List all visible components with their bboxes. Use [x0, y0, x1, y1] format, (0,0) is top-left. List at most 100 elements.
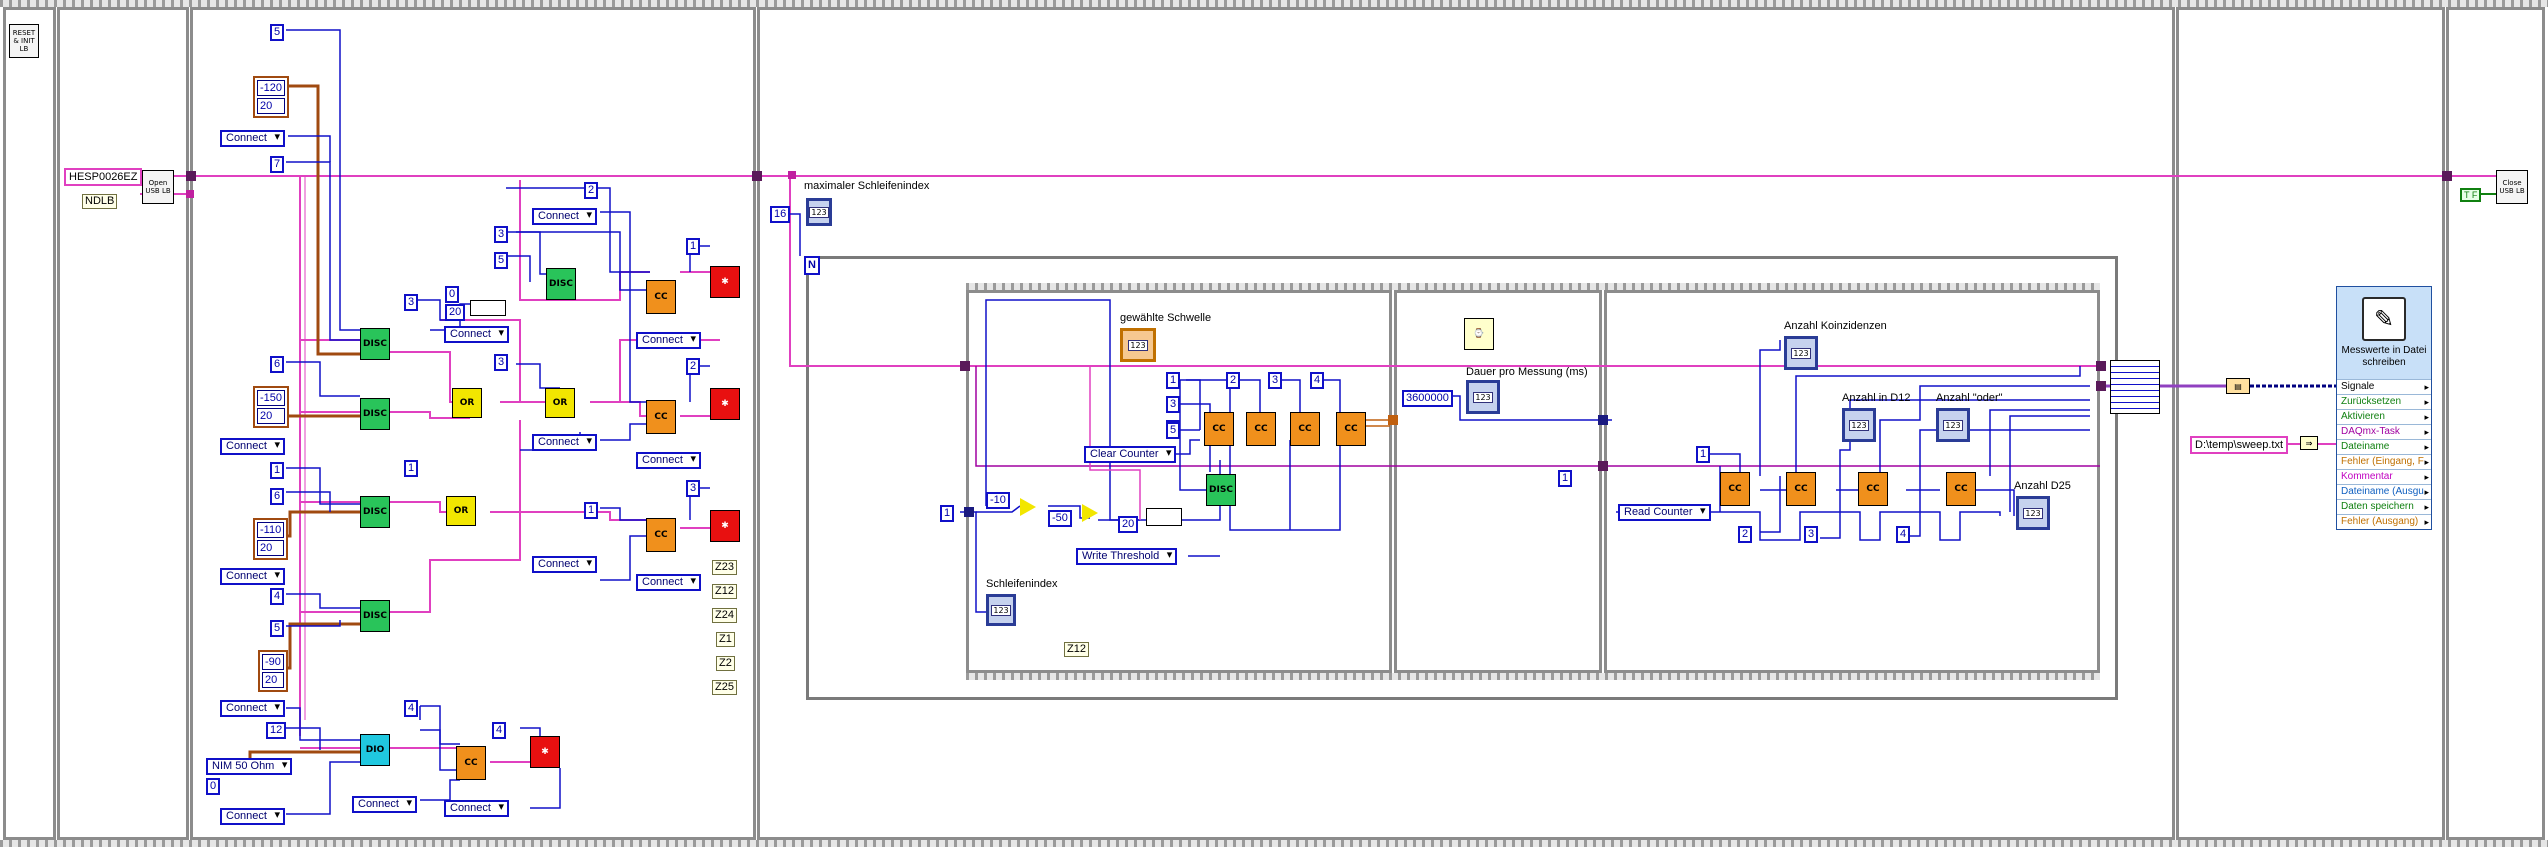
- const-20-a[interactable]: 20: [445, 304, 466, 321]
- trigger-vi-1[interactable]: ✱: [710, 266, 740, 298]
- connect-ring-2[interactable]: Connect: [220, 438, 285, 455]
- bool-true-constant[interactable]: T F: [2460, 188, 2482, 202]
- connect-ring-8[interactable]: Connect: [532, 434, 597, 451]
- disc-vi-1[interactable]: DISC: [360, 328, 390, 360]
- seq3-const-3[interactable]: 3: [1804, 526, 1819, 543]
- seq1-disc-vi[interactable]: DISC: [1206, 474, 1236, 506]
- connect-ring-3[interactable]: Connect: [220, 568, 285, 585]
- seq1-counter-3[interactable]: CC: [1290, 412, 1320, 446]
- cluster-3-a[interactable]: -110: [257, 522, 285, 538]
- trigger-vi-4[interactable]: ✱: [530, 736, 560, 768]
- write-measurement-file-express-vi[interactable]: ✎ Messwerte in Datei schreiben Signale Z…: [2336, 286, 2432, 530]
- connect-ring-1[interactable]: Connect: [220, 130, 285, 147]
- seq3-counter-1[interactable]: CC: [1720, 472, 1750, 506]
- connect-ring-5[interactable]: Connect: [220, 808, 285, 825]
- cluster-2-b[interactable]: 20: [257, 408, 286, 424]
- write-threshold-ring[interactable]: Write Threshold: [1076, 548, 1178, 565]
- seq1-counter-4[interactable]: CC: [1336, 412, 1366, 446]
- seq1-counter-2[interactable]: CC: [1246, 412, 1276, 446]
- cluster-4-a[interactable]: -90: [262, 654, 284, 670]
- trigger-vi-2[interactable]: ✱: [710, 388, 740, 420]
- const-0-a[interactable]: 0: [445, 286, 460, 303]
- disc-vi-2[interactable]: DISC: [360, 398, 390, 430]
- const-loop-1[interactable]: 1: [940, 505, 955, 522]
- seq3-const-4[interactable]: 4: [1896, 526, 1911, 543]
- term-signals[interactable]: Signale: [2337, 379, 2431, 394]
- duration-const[interactable]: 3600000: [1402, 390, 1453, 407]
- clear-counter-ring[interactable]: Clear Counter: [1084, 446, 1177, 463]
- term-filename[interactable]: Dateiname: [2337, 439, 2431, 454]
- cluster-threshold-4[interactable]: -90 20: [258, 650, 288, 692]
- seq1-const-3-c[interactable]: 3: [1268, 372, 1283, 389]
- seq3-counter-3[interactable]: CC: [1858, 472, 1888, 506]
- connect-ring-9[interactable]: Connect: [532, 556, 597, 573]
- cluster-1-b[interactable]: 20: [257, 98, 286, 114]
- iteration-count[interactable]: 16: [770, 206, 791, 223]
- disc-vi-5[interactable]: DISC: [546, 268, 576, 300]
- seq1-const-1[interactable]: 1: [1166, 372, 1181, 389]
- const-m10[interactable]: -10: [986, 492, 1010, 509]
- dio-vi[interactable]: DIO: [360, 734, 390, 766]
- or-gate-2[interactable]: OR: [545, 388, 575, 418]
- const-1-a[interactable]: 1: [270, 462, 285, 479]
- const-2-a[interactable]: 2: [584, 182, 599, 199]
- const-5-c[interactable]: 5: [494, 252, 509, 269]
- const-1-d[interactable]: 1: [686, 238, 701, 255]
- nim-ring[interactable]: NIM 50 Ohm: [206, 758, 293, 775]
- term-error-out[interactable]: Fehler (Ausgang): [2337, 514, 2431, 529]
- or-gate-1[interactable]: OR: [452, 388, 482, 418]
- open-usb-lb-vi[interactable]: Open USB LB: [142, 170, 174, 204]
- term-daqmx-task[interactable]: DAQmx-Task: [2337, 424, 2431, 439]
- seq2-const-1[interactable]: 1: [1558, 470, 1573, 487]
- nim-value[interactable]: 0: [206, 778, 221, 795]
- const-1-b[interactable]: 1: [404, 460, 419, 477]
- const-3-c[interactable]: 3: [494, 354, 509, 371]
- or-gate-3[interactable]: OR: [446, 496, 476, 526]
- cluster-4-b[interactable]: 20: [262, 672, 284, 688]
- connect-ring-7[interactable]: Connect: [532, 208, 597, 225]
- device-name-constant[interactable]: HESP0026EZ: [64, 168, 143, 186]
- term-reset[interactable]: Zurücksetzen: [2337, 394, 2431, 409]
- const-4-a[interactable]: 4: [270, 588, 285, 605]
- counter-vi-3[interactable]: CC: [646, 518, 676, 552]
- const-3-b[interactable]: 3: [494, 226, 509, 243]
- const-7[interactable]: 7: [270, 156, 285, 173]
- const-5-b[interactable]: 5: [270, 620, 285, 637]
- const-12[interactable]: 12: [266, 722, 287, 739]
- seq3-counter-2[interactable]: CC: [1786, 472, 1816, 506]
- counter-vi-2[interactable]: CC: [646, 400, 676, 434]
- seq1-const-5[interactable]: 5: [1166, 422, 1181, 439]
- seq1-const-4[interactable]: 4: [1310, 372, 1325, 389]
- connect-ring-6[interactable]: Connect: [444, 326, 509, 343]
- cluster-1-a[interactable]: -120: [257, 80, 286, 96]
- const-m50[interactable]: -50: [1048, 510, 1072, 527]
- connect-ring-4[interactable]: Connect: [220, 700, 285, 717]
- seq1-const-2[interactable]: 2: [1226, 372, 1241, 389]
- seq1-const-3-a[interactable]: 3: [1166, 396, 1181, 413]
- counter-vi-1[interactable]: CC: [646, 280, 676, 314]
- connect-ring-11[interactable]: Connect: [636, 452, 701, 469]
- connect-ring-14[interactable]: Connect: [444, 800, 509, 817]
- cluster-threshold-1[interactable]: -120 20: [253, 76, 290, 118]
- cluster-3-b[interactable]: 20: [257, 540, 285, 556]
- const-2-b[interactable]: 2: [686, 358, 701, 375]
- const-4-c[interactable]: 4: [492, 722, 507, 739]
- cluster-threshold-2[interactable]: -150 20: [253, 386, 290, 428]
- cluster-2-a[interactable]: -150: [257, 390, 286, 406]
- counter-vi-4[interactable]: CC: [456, 746, 486, 780]
- const-3-d[interactable]: 3: [686, 480, 701, 497]
- file-path-constant[interactable]: D:\temp\sweep.txt: [2190, 436, 2289, 454]
- const-6-a[interactable]: 6: [270, 356, 285, 373]
- term-save-data[interactable]: Daten speichern: [2337, 499, 2431, 514]
- term-enable[interactable]: Aktivieren: [2337, 409, 2431, 424]
- cluster-threshold-3[interactable]: -110 20: [253, 518, 289, 560]
- seq3-const-2[interactable]: 2: [1738, 526, 1753, 543]
- close-usb-lb-vi[interactable]: Close USB LB: [2496, 170, 2528, 204]
- connect-ring-10[interactable]: Connect: [636, 332, 701, 349]
- const-4-b[interactable]: 4: [404, 700, 419, 717]
- const-5-a[interactable]: 5: [270, 24, 285, 41]
- disc-vi-4[interactable]: DISC: [360, 600, 390, 632]
- reset-init-lb-vi[interactable]: RESET & INIT LB: [9, 24, 39, 58]
- connect-ring-13[interactable]: Connect: [352, 796, 417, 813]
- term-comment[interactable]: Kommentar: [2337, 469, 2431, 484]
